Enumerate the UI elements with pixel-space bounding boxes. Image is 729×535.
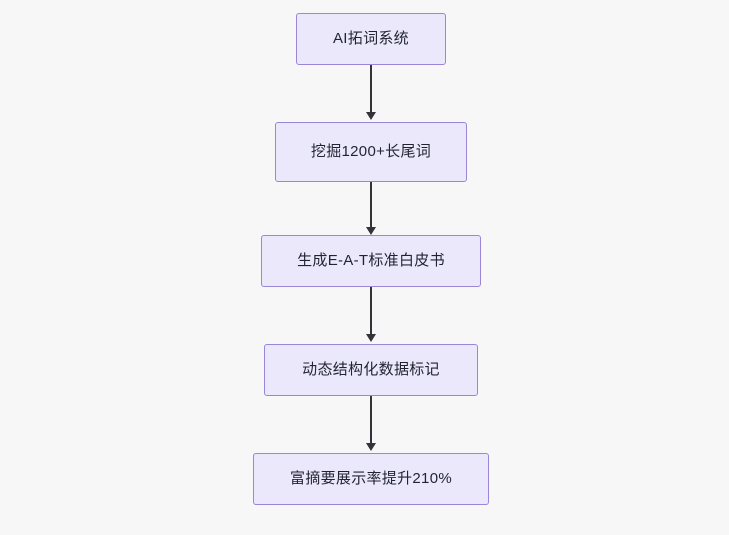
flow-node-label: AI拓词系统 xyxy=(333,30,409,47)
flow-edge-3-arrow xyxy=(366,334,376,342)
flow-edge-2-arrow xyxy=(366,227,376,235)
flow-node-label: 挖掘1200+长尾词 xyxy=(310,143,432,160)
flow-edge-2 xyxy=(370,182,372,231)
flow-node-label: 富摘要展示率提升210% xyxy=(290,470,452,487)
flow-edge-4 xyxy=(370,396,372,447)
flow-node-label: 生成E-A-T标准白皮书 xyxy=(297,252,445,269)
flow-edge-3 xyxy=(370,287,372,338)
flow-node-structured-data-markup[interactable]: 动态结构化数据标记 xyxy=(264,344,478,396)
flow-node-eat-whitepaper[interactable]: 生成E-A-T标准白皮书 xyxy=(261,235,481,287)
flow-edge-4-arrow xyxy=(366,443,376,451)
flow-edge-1 xyxy=(370,65,372,116)
flow-node-longtail-keywords[interactable]: 挖掘1200+长尾词 xyxy=(275,122,467,182)
flow-edge-1-arrow xyxy=(366,112,376,120)
flow-node-ai-keyword-system[interactable]: AI拓词系统 xyxy=(296,13,446,65)
flow-node-label: 动态结构化数据标记 xyxy=(302,361,440,378)
flow-node-rich-snippet-growth[interactable]: 富摘要展示率提升210% xyxy=(253,453,489,505)
